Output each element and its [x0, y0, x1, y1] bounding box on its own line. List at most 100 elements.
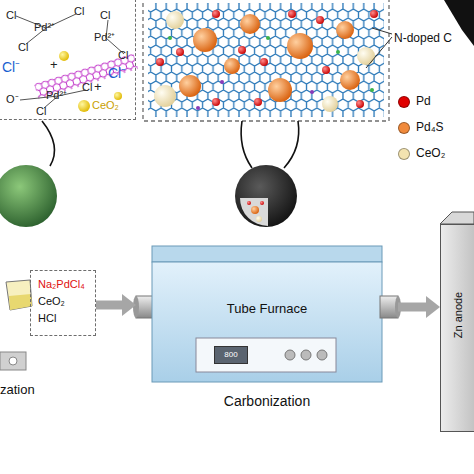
- leader-lines: [366, 28, 392, 68]
- ceo2-sphere: [256, 216, 262, 222]
- furnace-label: Carbonization: [136, 394, 398, 408]
- pd-dot: [316, 16, 324, 24]
- ceo2-sphere: [322, 96, 338, 112]
- furnace-label: Tube Furnace: [136, 302, 398, 315]
- pd4s-sphere: [336, 21, 354, 39]
- zoom-curves: [241, 121, 299, 168]
- process-arrow: [96, 301, 122, 310]
- chemical-species: O⁻: [6, 94, 19, 105]
- reagent-box: Na₂PdCl₄ CeO₂ HCl: [30, 270, 96, 336]
- chemical-species: Pd²⁺: [46, 90, 67, 101]
- legend-text: Pd₄S: [416, 121, 444, 133]
- pd4s-sphere: [193, 28, 217, 52]
- ceo2-particle: [114, 92, 122, 100]
- dashed-inset-box: [143, 0, 389, 121]
- coordination-bonds: [16, 14, 124, 108]
- panel-button: [301, 350, 311, 360]
- pd-dot: [260, 58, 268, 66]
- chemical-species: Cl: [36, 106, 46, 117]
- n-atom: [168, 36, 172, 40]
- pd4s-sphere: [179, 75, 201, 97]
- pd-dot: [238, 46, 246, 54]
- process-arrow: [398, 303, 426, 312]
- beaker: [6, 280, 32, 310]
- reagent-name: HCl: [38, 313, 56, 324]
- control-panel: [196, 338, 336, 372]
- ceo2-particle: [59, 51, 69, 61]
- reagent-name: CeO₂: [38, 296, 65, 307]
- legend-text: Pd: [416, 95, 431, 107]
- temperature-display: 800: [214, 346, 248, 364]
- s-atom: [220, 80, 224, 84]
- sphere-cutaway: [240, 198, 268, 226]
- pd4s-sphere: [251, 206, 259, 214]
- chemical-species: Cl: [18, 42, 28, 53]
- panel-button: [285, 350, 295, 360]
- chemical-species: CeO₂: [92, 100, 119, 111]
- legend-swatch: [398, 148, 410, 160]
- reagent-name: Na₂PdCl₄: [38, 279, 85, 290]
- pd-dot: [247, 201, 251, 205]
- chemical-species: Cl: [82, 82, 92, 93]
- n-atom: [370, 88, 374, 92]
- chemical-species: Cl: [6, 10, 16, 21]
- pd4s-sphere: [224, 58, 240, 74]
- ceo2-particles: [154, 11, 375, 112]
- precursor-sketch: [16, 14, 138, 112]
- pd4s-sphere: [340, 70, 360, 90]
- plate-top-face: [440, 212, 474, 224]
- ceo2-sphere: [357, 47, 375, 65]
- stirrer: [0, 352, 26, 370]
- carbon-sphere: [235, 165, 297, 227]
- pd-dot: [370, 10, 378, 18]
- legend-text: CeO₂: [416, 147, 445, 159]
- step-label: zation: [0, 383, 35, 396]
- chemical-species: Cl⁻: [2, 60, 20, 74]
- precursor-box: ClPd²⁺ClClCl⁻+ClPd²⁺ClCl⁻+O⁻Pd²⁺ClClCeO₂: [0, 0, 136, 120]
- stirrer-knob: [9, 357, 17, 365]
- zoom-curve: [42, 121, 55, 166]
- pd-dot: [288, 10, 296, 18]
- material-label: N-doped C: [394, 32, 452, 44]
- pd-dot: [176, 48, 184, 56]
- polymer-sphere: [0, 165, 57, 227]
- pd-particles: [156, 10, 378, 108]
- chemical-species: Cl: [74, 6, 84, 17]
- panel-button: [317, 350, 327, 360]
- chemical-species: +: [50, 58, 58, 71]
- chemical-species: Cl: [118, 50, 128, 61]
- pd4s-particles: [179, 14, 360, 102]
- pd-dot: [212, 10, 220, 18]
- zn-anode-plate: Zn anode: [440, 224, 474, 432]
- pd-dot: [212, 98, 220, 106]
- beaker-liquid: [9, 294, 32, 310]
- n-atom: [266, 36, 270, 40]
- ceo2-sphere: [154, 85, 176, 107]
- legend-swatch: [398, 122, 410, 134]
- pd4s-sphere: [268, 78, 292, 102]
- carbon-mesh: [148, 3, 384, 117]
- pd4s-sphere: [287, 33, 313, 59]
- chemical-species: Pd²⁺: [34, 22, 55, 33]
- chemical-species: Cl⁻: [108, 66, 126, 80]
- electrode-label: Zn anode: [453, 292, 464, 338]
- legend-swatch: [398, 96, 410, 108]
- ceo2-sphere: [166, 11, 184, 29]
- pd-dot: [356, 100, 364, 108]
- s-atom: [196, 106, 200, 110]
- furnace-lid: [152, 246, 382, 262]
- furnace-body: [152, 262, 382, 382]
- pd4s-sphere: [240, 14, 260, 34]
- chemical-species: Cl: [100, 10, 110, 21]
- chemical-species: Pd²⁺: [94, 32, 115, 43]
- ceo2-particle: [78, 100, 90, 112]
- n-atom: [336, 50, 340, 54]
- tube-furnace: Tube FurnaceCarbonization800: [136, 246, 398, 382]
- pd-dot: [254, 98, 262, 106]
- pd-dot: [260, 201, 264, 205]
- pd-dot: [156, 58, 164, 66]
- pd-dot: [322, 66, 330, 74]
- tube-end: [133, 296, 139, 318]
- tube-end: [395, 296, 401, 318]
